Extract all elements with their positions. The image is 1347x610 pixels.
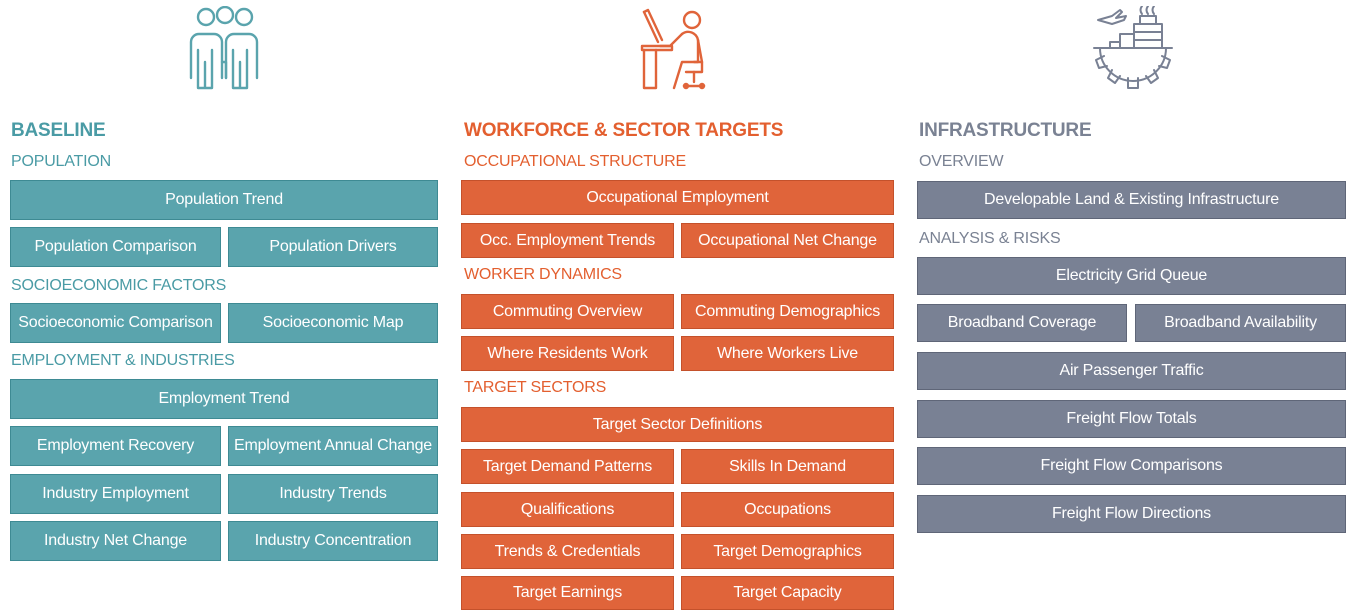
people-icon	[189, 6, 259, 90]
population-drivers-button[interactable]: Population Drivers	[228, 227, 438, 267]
analysis-risks-section-label: ANALYSIS & RISKS	[919, 230, 1061, 247]
air-passenger-traffic-button[interactable]: Air Passenger Traffic	[917, 352, 1346, 390]
infrastructure-gear-icon	[1093, 6, 1173, 89]
socioeconomic-comparison-button[interactable]: Socioeconomic Comparison	[10, 303, 221, 343]
qualifications-button[interactable]: Qualifications	[461, 492, 674, 527]
infrastructure-title: INFRASTRUCTURE	[919, 120, 1092, 141]
employment-section-label: EMPLOYMENT & INDUSTRIES	[11, 352, 235, 369]
freight-flow-directions-button[interactable]: Freight Flow Directions	[917, 495, 1346, 533]
freight-flow-comparisons-button[interactable]: Freight Flow Comparisons	[917, 447, 1346, 485]
industry-concentration-button[interactable]: Industry Concentration	[228, 521, 438, 561]
worker-dynamics-section-label: WORKER DYNAMICS	[464, 266, 622, 283]
industry-employment-button[interactable]: Industry Employment	[10, 474, 221, 514]
target-demographics-button[interactable]: Target Demographics	[681, 534, 894, 569]
overview-section-label: OVERVIEW	[919, 153, 1004, 170]
target-capacity-button[interactable]: Target Capacity	[681, 576, 894, 610]
workforce-title: WORKFORCE & SECTOR TARGETS	[464, 120, 784, 141]
employment-annual-change-button[interactable]: Employment Annual Change	[228, 426, 438, 466]
industry-trends-button[interactable]: Industry Trends	[228, 474, 438, 514]
freight-flow-totals-button[interactable]: Freight Flow Totals	[917, 400, 1346, 438]
target-demand-patterns-button[interactable]: Target Demand Patterns	[461, 449, 674, 484]
socioeconomic-section-label: SOCIOECONOMIC FACTORS	[11, 277, 227, 294]
target-sector-definitions-button[interactable]: Target Sector Definitions	[461, 407, 894, 442]
socioeconomic-map-button[interactable]: Socioeconomic Map	[228, 303, 438, 343]
electricity-grid-queue-button[interactable]: Electricity Grid Queue	[917, 257, 1346, 295]
occupational-net-change-button[interactable]: Occupational Net Change	[681, 223, 894, 258]
worker-at-desk-icon	[640, 8, 706, 90]
occupations-button[interactable]: Occupations	[681, 492, 894, 527]
developable-land-button[interactable]: Developable Land & Existing Infrastructu…	[917, 181, 1346, 219]
employment-trend-button[interactable]: Employment Trend	[10, 379, 438, 419]
occupational-section-label: OCCUPATIONAL STRUCTURE	[464, 153, 686, 170]
employment-recovery-button[interactable]: Employment Recovery	[10, 426, 221, 466]
occ-employment-trends-button[interactable]: Occ. Employment Trends	[461, 223, 674, 258]
broadband-availability-button[interactable]: Broadband Availability	[1135, 304, 1346, 342]
target-sectors-section-label: TARGET SECTORS	[464, 379, 607, 396]
commuting-overview-button[interactable]: Commuting Overview	[461, 294, 674, 329]
population-section-label: POPULATION	[11, 153, 111, 170]
commuting-demographics-button[interactable]: Commuting Demographics	[681, 294, 894, 329]
target-earnings-button[interactable]: Target Earnings	[461, 576, 674, 610]
skills-in-demand-button[interactable]: Skills In Demand	[681, 449, 894, 484]
population-comparison-button[interactable]: Population Comparison	[10, 227, 221, 267]
occupational-employment-button[interactable]: Occupational Employment	[461, 180, 894, 215]
broadband-coverage-button[interactable]: Broadband Coverage	[917, 304, 1127, 342]
population-trend-button[interactable]: Population Trend	[10, 180, 438, 220]
trends-credentials-button[interactable]: Trends & Credentials	[461, 534, 674, 569]
where-workers-live-button[interactable]: Where Workers Live	[681, 336, 894, 371]
baseline-title: BASELINE	[11, 120, 106, 141]
industry-net-change-button[interactable]: Industry Net Change	[10, 521, 221, 561]
where-residents-work-button[interactable]: Where Residents Work	[461, 336, 674, 371]
